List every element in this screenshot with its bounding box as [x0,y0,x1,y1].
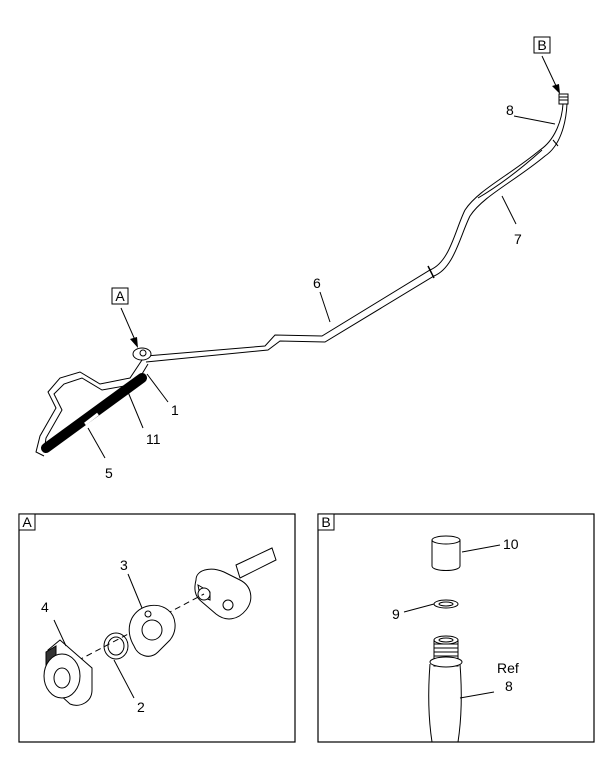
detail-a-panel: A [18,513,296,743]
o-ring-part-9 [433,599,459,609]
leader-lines [87,115,556,459]
nut-part-4 [43,639,93,706]
callout-b-letter: B [537,37,546,53]
label-5: 5 [105,465,113,481]
detail-a-leaders [53,573,143,699]
tube-end-fitting [558,93,569,105]
callout-b-marker: B [533,36,560,94]
detail-a-label-3: 3 [120,557,128,573]
detail-a-tube-flange [194,547,277,620]
detail-a-label-2: 2 [137,699,145,715]
detail-b-label-9: 9 [392,606,400,622]
lower-tube-assembly [35,359,149,457]
detail-a-label-4: 4 [41,599,49,615]
detail-b-label-ref: Ref [497,660,519,676]
cap-part-10 [431,535,461,571]
fuel-tube-line [145,103,568,363]
label-6: 6 [313,275,321,291]
label-8: 8 [506,102,514,118]
callout-a-letter: A [115,288,125,304]
main-assembly-view: B A [35,36,569,481]
detail-b-leaders [403,544,501,699]
label-1: 1 [171,402,179,418]
detail-b-panel: B 10 9 [317,513,595,743]
detail-b-label-8: 8 [505,678,513,694]
detail-b-label-10: 10 [503,536,519,552]
detail-a-title: A [22,514,32,530]
label-11: 11 [146,431,161,447]
o-ring-part-2 [103,632,129,660]
fitting-a [132,347,152,361]
tube-end-part-8 [428,635,463,743]
label-7: 7 [514,231,522,247]
gasket-part-3 [128,604,176,657]
detail-b-title: B [321,514,330,530]
callout-a-marker: A [111,287,138,348]
